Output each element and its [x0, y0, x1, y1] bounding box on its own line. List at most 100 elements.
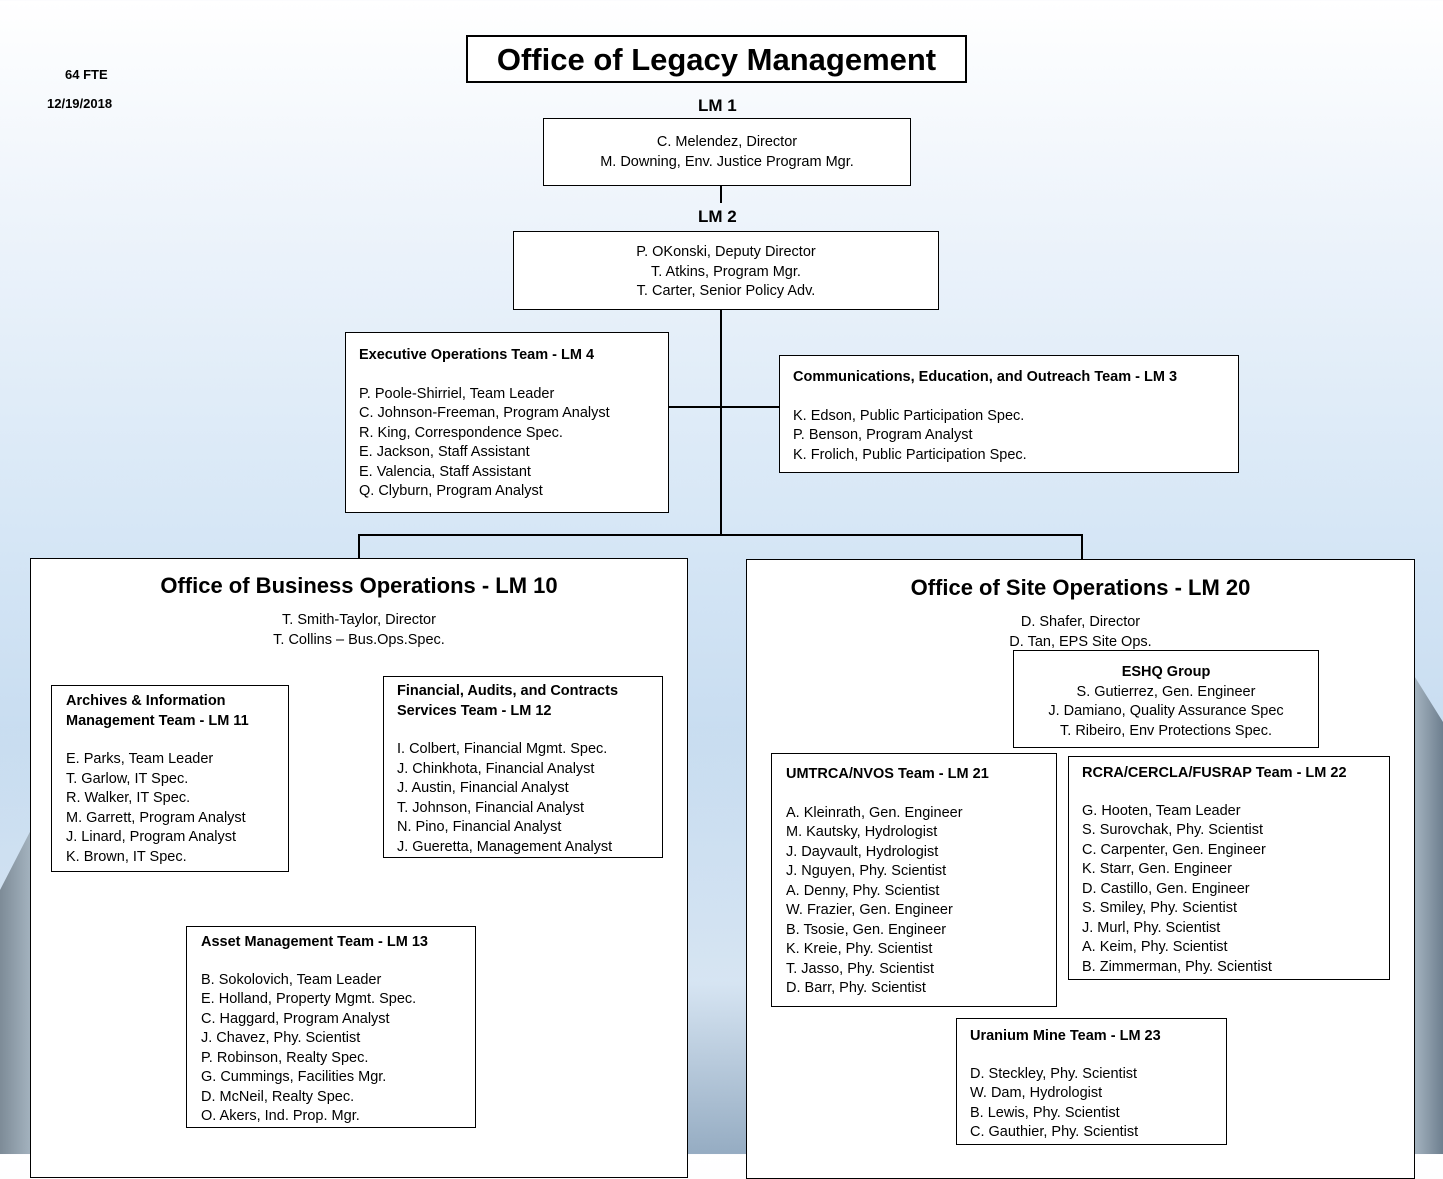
lm21-member: A. Kleinrath, Gen. Engineer	[786, 804, 963, 821]
lm10-title: Office of Business Operations - LM 10	[160, 573, 558, 598]
lm3-title: Communications, Education, and Outreach …	[793, 369, 1178, 385]
eshq-box: ESHQ Group S. Gutierrez, Gen. Engineer J…	[1013, 650, 1319, 748]
lm12-member: J. Chinkhota, Financial Analyst	[397, 760, 595, 777]
lm12-title-line1: Financial, Audits, and Contracts	[397, 683, 619, 699]
lm13-box: Asset Management Team - LM 13 B. Sokolov…	[186, 926, 476, 1128]
lm11-member: K. Brown, IT Spec.	[66, 848, 187, 865]
lm4-title: Executive Operations Team - LM 4	[359, 347, 595, 363]
lm10-member: T. Collins – Bus.Ops.Spec.	[273, 631, 445, 648]
lm12-member: I. Colbert, Financial Mgmt. Spec.	[397, 741, 608, 757]
lm22-member: D. Castillo, Gen. Engineer	[1082, 880, 1250, 897]
lm2-member: P. OKonski, Deputy Director	[636, 244, 816, 260]
lm12-member: T. Johnson, Financial Analyst	[397, 799, 584, 816]
lm11-member: R. Walker, IT Spec.	[66, 790, 191, 806]
lm1-box: C. Melendez, Director M. Downing, Env. J…	[543, 118, 911, 186]
lm23-member: B. Lewis, Phy. Scientist	[970, 1104, 1120, 1121]
lm12-title-line2: Services Team - LM 12	[397, 702, 552, 719]
lm13-member: B. Sokolovich, Team Leader	[201, 971, 382, 988]
lm4-member: E. Valencia, Staff Assistant	[359, 463, 531, 480]
lm12-member: N. Pino, Financial Analyst	[397, 819, 562, 835]
background-rock-right	[1413, 674, 1443, 1154]
lm4-box: Executive Operations Team - LM 4 P. Pool…	[345, 332, 669, 513]
lm11-member: E. Parks, Team Leader	[66, 751, 214, 767]
lm13-member: P. Robinson, Realty Spec.	[201, 1049, 369, 1066]
lm13-member: O. Akers, Ind. Prop. Mgr.	[201, 1108, 360, 1124]
chart-date: 12/19/2018	[47, 96, 113, 111]
connector-lm1-lm2	[720, 185, 722, 203]
background-rock-left	[0, 824, 34, 1154]
lm12-box: Financial, Audits, and Contracts Service…	[383, 676, 663, 858]
lm22-member: B. Zimmerman, Phy. Scientist	[1082, 958, 1272, 975]
lm4-member: E. Jackson, Staff Assistant	[359, 444, 530, 460]
lm21-member: M. Kautsky, Hydrologist	[786, 824, 938, 840]
connector-staff-horizontal	[668, 406, 780, 408]
eshq-member: S. Gutierrez, Gen. Engineer	[1076, 683, 1256, 700]
connector-lm20-drop	[1081, 534, 1083, 559]
lm21-member: A. Denny, Phy. Scientist	[786, 882, 940, 899]
lm12-member: J. Austin, Financial Analyst	[397, 780, 569, 796]
lm21-member: J. Dayvault, Hydrologist	[786, 843, 939, 860]
lm22-member: J. Murl, Phy. Scientist	[1082, 919, 1221, 936]
lm21-box: UMTRCA/NVOS Team - LM 21 A. Kleinrath, G…	[771, 753, 1057, 1007]
lm1-member: M. Downing, Env. Justice Program Mgr.	[600, 153, 854, 170]
lm22-member: A. Keim, Phy. Scientist	[1082, 939, 1228, 955]
lm22-member: K. Starr, Gen. Engineer	[1082, 861, 1232, 877]
lm3-member: K. Edson, Public Participation Spec.	[793, 407, 1025, 424]
fte-count: 64 FTE	[65, 67, 108, 82]
lm13-member: C. Haggard, Program Analyst	[201, 1010, 390, 1027]
lm21-member: D. Barr, Phy. Scientist	[786, 980, 926, 996]
page-title: Office of Legacy Management	[496, 42, 937, 77]
lm20-member: D. Tan, EPS Site Ops.	[1009, 633, 1152, 650]
lm23-box: Uranium Mine Team - LM 23 D. Steckley, P…	[956, 1018, 1227, 1145]
connector-offices-horizontal	[358, 534, 1082, 536]
lm11-member: M. Garrett, Program Analyst	[66, 809, 246, 826]
eshq-member: T. Ribeiro, Env Protections Spec.	[1060, 722, 1272, 739]
lm4-member: P. Poole-Shirriel, Team Leader	[359, 385, 555, 402]
lm20-member: D. Shafer, Director	[1020, 614, 1141, 630]
lm2-member: T. Atkins, Program Mgr.	[651, 263, 801, 280]
lm13-member: D. McNeil, Realty Spec.	[201, 1088, 355, 1105]
lm22-member: S. Surovchak, Phy. Scientist	[1082, 822, 1264, 838]
lm23-member: C. Gauthier, Phy. Scientist	[970, 1124, 1139, 1140]
lm22-title: RCRA/CERCLA/FUSRAP Team - LM 22	[1082, 765, 1347, 781]
lm13-member: G. Cummings, Facilities Mgr.	[201, 1069, 387, 1085]
lm21-member: K. Kreie, Phy. Scientist	[786, 941, 933, 957]
lm21-member: W. Frazier, Gen. Engineer	[786, 902, 953, 918]
eshq-member: J. Damiano, Quality Assurance Spec	[1048, 703, 1284, 719]
lm13-member: J. Chavez, Phy. Scientist	[201, 1030, 361, 1046]
lm3-box: Communications, Education, and Outreach …	[779, 355, 1239, 473]
lm4-member: R. King, Correspondence Spec.	[359, 424, 563, 441]
lm11-title-line2: Management Team - LM 11	[66, 712, 249, 729]
page-title-box: Office of Legacy Management	[466, 35, 967, 83]
lm22-box: RCRA/CERCLA/FUSRAP Team - LM 22 G. Hoote…	[1068, 756, 1390, 980]
lm22-member: G. Hooten, Team Leader	[1082, 802, 1241, 819]
lm23-member: D. Steckley, Phy. Scientist	[970, 1065, 1138, 1082]
lm23-member: W. Dam, Hydrologist	[970, 1085, 1103, 1101]
lm12-member: J. Gueretta, Management Analyst	[397, 838, 613, 855]
eshq-title: ESHQ Group	[1121, 664, 1211, 680]
lm1-code: LM 1	[698, 96, 737, 115]
lm21-member: T. Jasso, Phy. Scientist	[786, 960, 935, 977]
lm21-member: J. Nguyen, Phy. Scientist	[786, 863, 947, 879]
lm2-member: T. Carter, Senior Policy Adv.	[636, 283, 816, 299]
lm10-member: T. Smith-Taylor, Director	[282, 612, 436, 628]
lm4-member: Q. Clyburn, Program Analyst	[359, 483, 543, 499]
lm4-member: C. Johnson-Freeman, Program Analyst	[359, 405, 610, 421]
lm2-code: LM 2	[698, 207, 737, 226]
lm22-member: S. Smiley, Phy. Scientist	[1082, 900, 1237, 916]
lm1-member: C. Melendez, Director	[656, 134, 798, 150]
lm11-member: J. Linard, Program Analyst	[66, 829, 237, 845]
lm23-title: Uranium Mine Team - LM 23	[970, 1028, 1161, 1044]
lm11-member: T. Garlow, IT Spec.	[66, 770, 189, 787]
lm13-title: Asset Management Team - LM 13	[201, 934, 428, 950]
connector-lm10-drop	[358, 534, 360, 559]
lm20-title: Office of Site Operations - LM 20	[910, 575, 1251, 600]
lm3-member: P. Benson, Program Analyst	[793, 427, 973, 443]
lm21-member: B. Tsosie, Gen. Engineer	[786, 921, 947, 938]
lm21-title: UMTRCA/NVOS Team - LM 21	[786, 766, 989, 782]
lm22-member: C. Carpenter, Gen. Engineer	[1082, 841, 1266, 858]
lm13-member: E. Holland, Property Mgmt. Spec.	[201, 991, 417, 1007]
lm3-member: K. Frolich, Public Participation Spec.	[793, 446, 1027, 463]
lm11-title-line1: Archives & Information	[66, 693, 226, 709]
connector-lm2-trunk	[720, 309, 722, 534]
